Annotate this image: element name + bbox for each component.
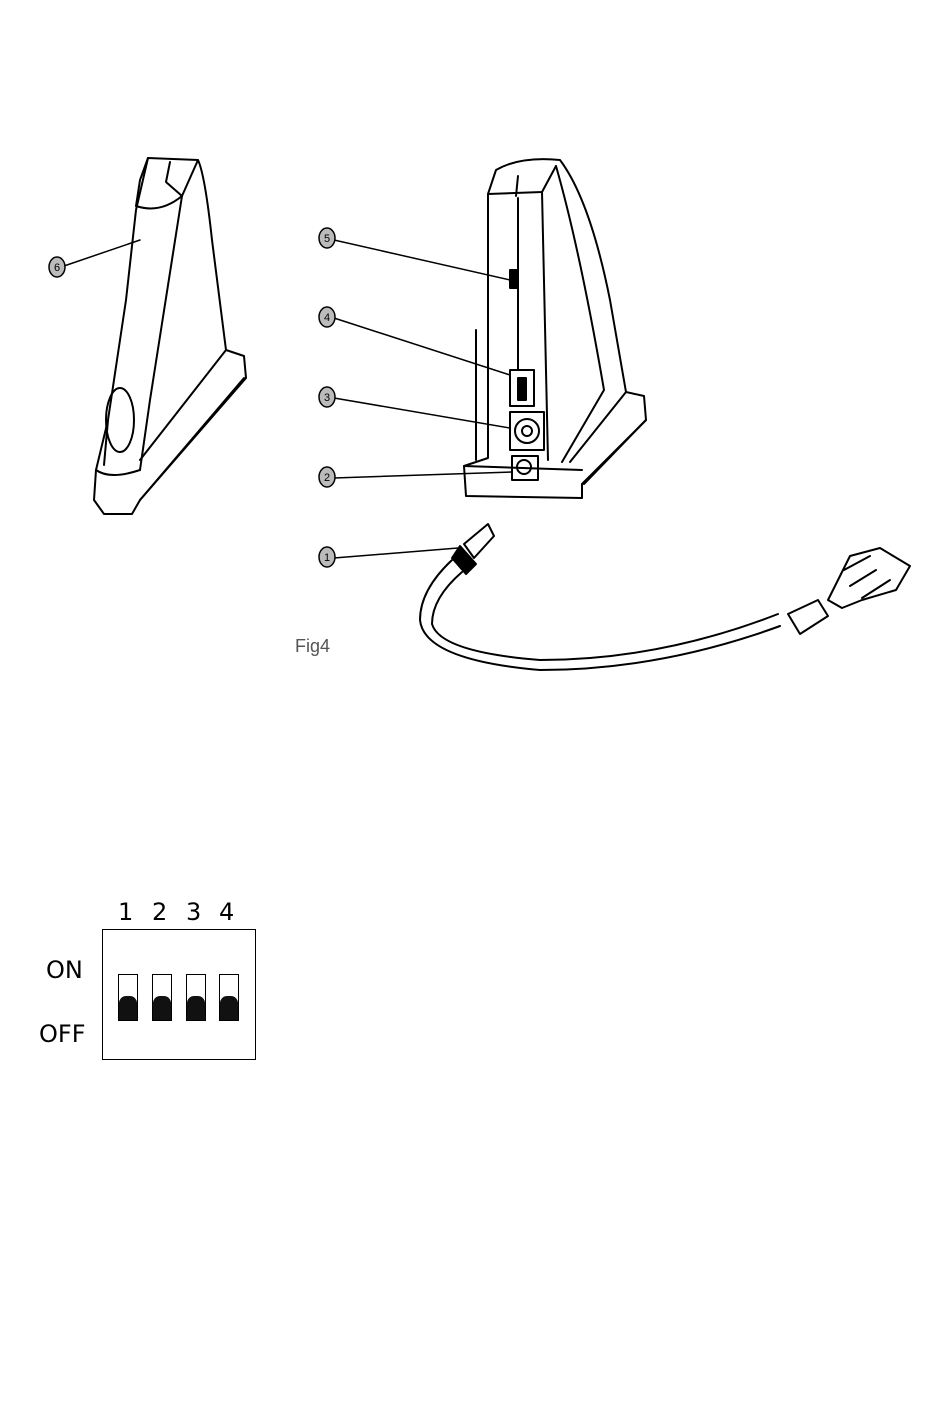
dip-switch-4-knob	[220, 996, 238, 1020]
dip-switch-2-knob	[153, 996, 171, 1020]
power-cable-illustration	[420, 524, 910, 670]
dip-column-1: 1	[118, 898, 133, 926]
left-speaker-illustration	[94, 158, 246, 514]
callout-1: 1	[319, 547, 335, 567]
callout-4-text: 4	[324, 312, 330, 324]
dip-switch-4[interactable]	[219, 974, 239, 1021]
dip-switch-3-knob	[187, 996, 205, 1020]
callout-2-text: 2	[324, 472, 330, 484]
dip-switch-block	[102, 929, 256, 1060]
callout-3-text: 3	[324, 392, 330, 404]
callout-1-text: 1	[324, 552, 330, 564]
dip-on-label: ON	[46, 956, 83, 984]
dip-column-3: 3	[186, 898, 201, 926]
dip-switch-1[interactable]	[118, 974, 138, 1021]
dip-off-label: OFF	[39, 1020, 86, 1048]
callout-5: 5	[319, 228, 335, 248]
callout-6: 6	[49, 257, 65, 277]
dip-switch-1-knob	[119, 996, 137, 1020]
figure-caption: Fig4	[295, 636, 330, 657]
dip-column-4: 4	[219, 898, 234, 926]
callout-4: 4	[319, 307, 335, 327]
callout-3: 3	[319, 387, 335, 407]
callout-2: 2	[319, 467, 335, 487]
dip-column-2: 2	[152, 898, 167, 926]
speaker-diagram: 6 5 4 3 2 1	[0, 0, 950, 720]
right-speaker-illustration	[464, 159, 646, 498]
dip-switch-2[interactable]	[152, 974, 172, 1021]
callout-5-text: 5	[324, 233, 330, 245]
callout-6-text: 6	[54, 262, 60, 274]
callout-markers: 6 5 4 3 2 1	[49, 228, 335, 567]
dip-switch-3[interactable]	[186, 974, 206, 1021]
